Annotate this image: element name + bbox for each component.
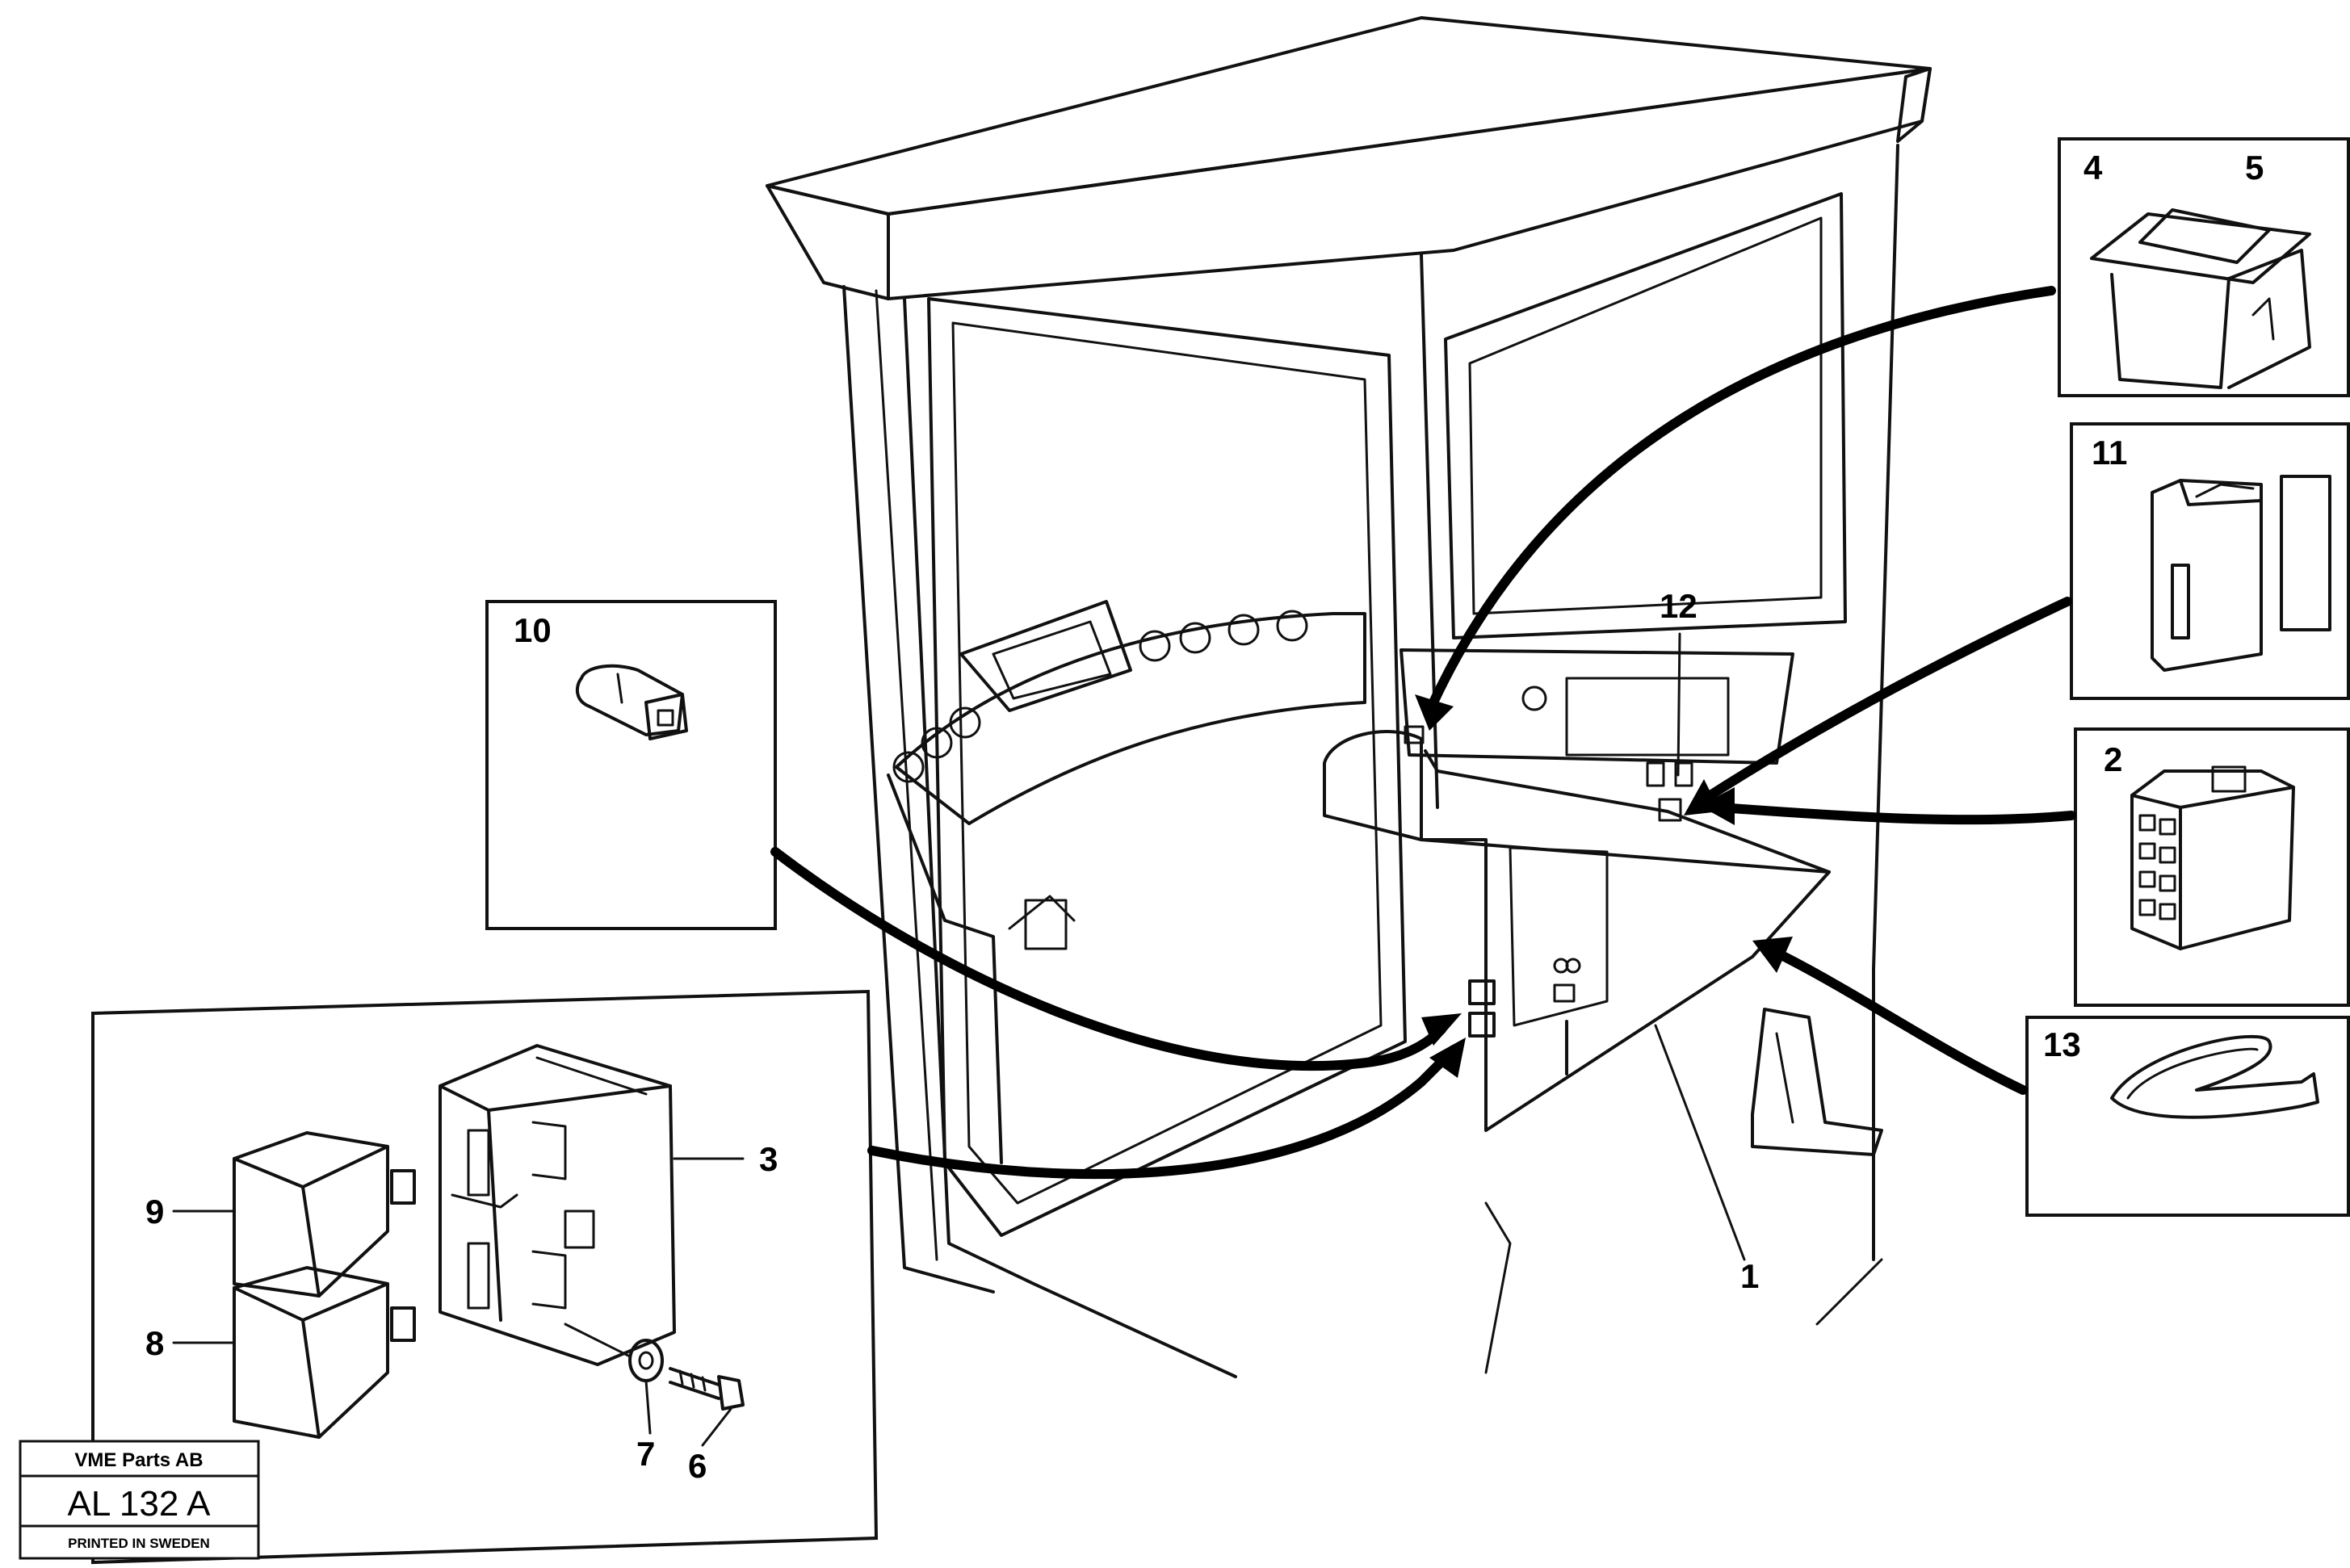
cab-roof-right	[1896, 67, 1932, 143]
arrow-cabletie-to-panel	[1772, 948, 2028, 1095]
cab-windshield-frame	[927, 297, 1407, 1237]
cab-right-pillar	[1872, 144, 1899, 1261]
arrow-relays-to-panel	[867, 1045, 1458, 1180]
relay-9	[233, 1131, 416, 1298]
inset-plug-10	[485, 600, 777, 930]
cab-left-pillar	[842, 285, 995, 1293]
arrow-connector11-to-panel	[1699, 597, 2072, 804]
inset-box-relays	[91, 989, 879, 1565]
callout-7: 7	[636, 1435, 655, 1473]
cab-side-window-glass	[1468, 216, 1823, 615]
stamp-company: VME Parts AB	[74, 1449, 203, 1471]
cab-electrical-panel	[1420, 838, 1831, 1132]
inset-cable-tie	[2025, 1016, 2350, 1217]
cab-roof-top	[766, 16, 1932, 216]
callout-10: 10	[514, 611, 552, 649]
leader-12	[1676, 632, 1681, 777]
inset-rocker-switch	[2058, 137, 2350, 397]
title-stamp: VME Parts AB AL 132 A PRINTED IN SWEDEN	[19, 1440, 260, 1560]
cab-dashboard	[895, 612, 1366, 825]
cab-side-window-frame	[1444, 192, 1847, 639]
callout-4: 4	[2084, 149, 2103, 187]
cab-roof-front-left	[766, 184, 890, 300]
cab-front-pillar	[903, 297, 1237, 1378]
relay-holder-3	[439, 1044, 676, 1366]
callout-1: 1	[1740, 1257, 1759, 1295]
stamp-printed: PRINTED IN SWEDEN	[68, 1536, 210, 1551]
cab-windshield-glass	[951, 321, 1383, 1205]
cab-drawing	[766, 16, 1932, 1378]
callout-9: 9	[145, 1193, 164, 1231]
cab-wiring-harness	[1424, 749, 1831, 874]
cab-side-panel	[1400, 648, 1794, 765]
cab-relay-bracket	[1509, 846, 1609, 1027]
inset-box-connector-11	[2070, 422, 2350, 700]
callout-3: 3	[759, 1140, 778, 1178]
arrow-connector2-to-panel	[1715, 803, 2076, 825]
cable-tie-body	[2110, 1034, 2319, 1119]
inset-box-plug-10	[485, 600, 777, 930]
callout-8: 8	[145, 1324, 164, 1362]
arrow-switch-to-panel	[1429, 286, 2056, 707]
cab-armrest	[1323, 730, 1423, 841]
cab-step-bracket	[1751, 1008, 1883, 1156]
callout-6: 6	[688, 1447, 707, 1485]
callout-labels: 1 2 3 4 5 6 7 8 9 10 11 12 13	[145, 149, 2264, 1485]
cab-panel-display	[1565, 677, 1730, 757]
rocker-switch-bezel	[2090, 212, 2311, 284]
inset-relay-assembly	[91, 989, 879, 1565]
cab-instrument-display	[959, 600, 1132, 712]
connector-2-body	[2130, 769, 2295, 950]
callout-11: 11	[2092, 434, 2127, 472]
inset-box-switch	[2058, 137, 2350, 397]
arrow-plug10-to-panel	[770, 847, 1446, 1071]
callout-5: 5	[2245, 149, 2264, 187]
connection-arrows	[770, 286, 2076, 1180]
relay-8	[233, 1266, 416, 1439]
rocker-switch-cap	[2138, 208, 2271, 264]
screw-6	[669, 1367, 745, 1411]
cab-roof-front	[887, 67, 1932, 300]
connector-2-pins	[2138, 814, 2176, 920]
callout-13: 13	[2043, 1025, 2081, 1063]
callout-2: 2	[2104, 740, 2122, 778]
leader-1	[1654, 1024, 1746, 1261]
inset-connector-11	[2070, 422, 2350, 700]
stamp-code: AL 132 A	[68, 1484, 212, 1524]
callout-12: 12	[1660, 587, 1697, 625]
inset-connector-2	[2074, 727, 2350, 1007]
